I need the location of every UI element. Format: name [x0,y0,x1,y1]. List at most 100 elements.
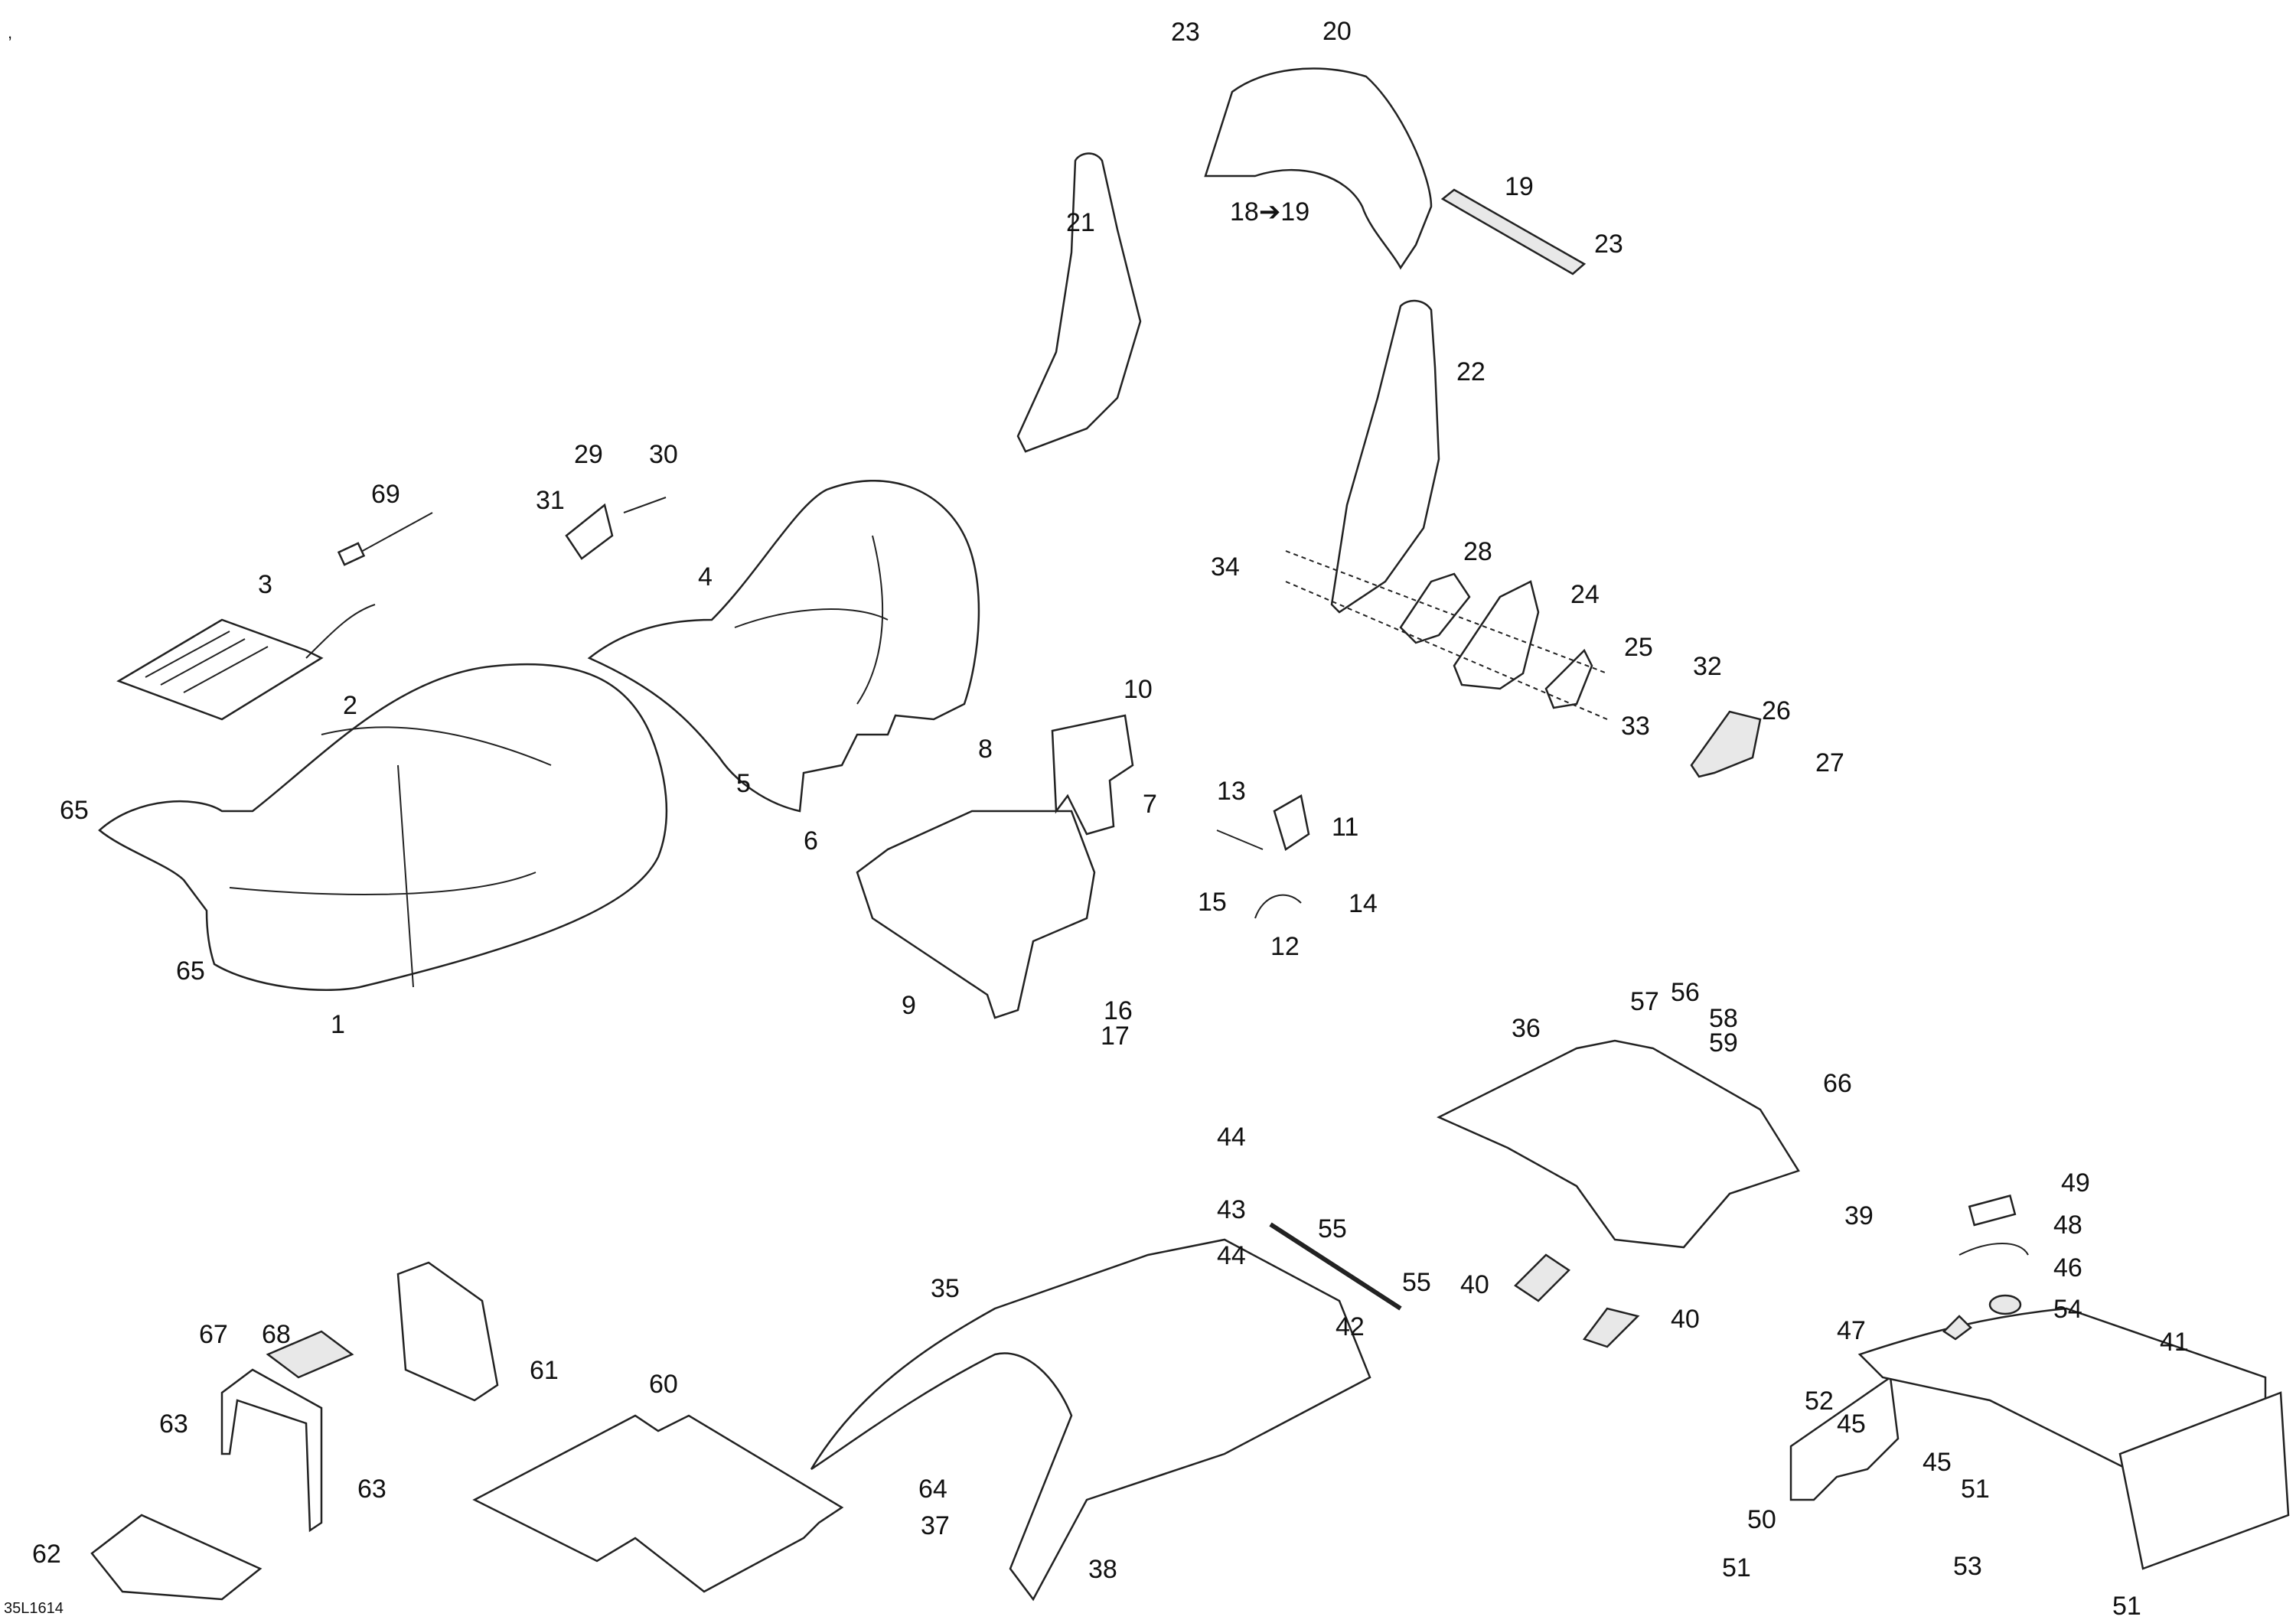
callout-44a: 44 [1217,1123,1246,1152]
callout-17: 17 [1101,1022,1130,1051]
callout-27: 27 [1815,748,1844,777]
callout-8: 8 [978,735,993,764]
callout-55b: 55 [1402,1268,1431,1297]
part-backrest-arm-21 [1016,152,1142,453]
callout-68: 68 [262,1320,291,1349]
part-passenger-seat [587,480,980,813]
callout-54: 54 [2053,1295,2082,1324]
callout-4: 4 [698,562,713,592]
callout-66: 66 [1823,1069,1852,1098]
callout-2: 2 [343,691,357,720]
callout-42: 42 [1336,1312,1365,1341]
drawing-code: 35L1614 [4,1600,64,1617]
callout-29: 29 [574,440,603,469]
callout-7: 7 [1143,790,1157,819]
callout-51c: 51 [2112,1592,2141,1621]
callout-57: 57 [1630,987,1659,1016]
callout-15: 15 [1198,888,1227,917]
callout-43: 43 [1217,1195,1246,1224]
part-cover-40 [1514,1253,1640,1348]
part-latch [1216,794,1310,919]
callout-49: 49 [2061,1168,2090,1198]
callout-58: 58 [1709,1004,1738,1033]
part-bracket-67 [90,1330,354,1601]
callout-6: 6 [804,826,818,855]
part-panel-61 [396,1261,499,1402]
callout-20: 20 [1322,17,1352,46]
callout-35: 35 [931,1274,960,1303]
callout-51a: 51 [1961,1475,1990,1504]
callout-26: 26 [1762,696,1791,725]
part-frame-41 [1857,1307,2290,1570]
callout-28: 28 [1463,537,1492,566]
part-backrest-bar [1440,188,1587,275]
corner-mark: , [8,23,12,42]
callout-55a: 55 [1318,1214,1347,1243]
callout-23a: 23 [1171,18,1200,47]
callout-50: 50 [1747,1505,1776,1534]
callout-65b: 65 [176,957,205,986]
part-rear-tub [810,1238,1371,1602]
callout-41: 41 [2160,1328,2189,1357]
part-heating-element [116,604,376,721]
callout-69: 69 [371,480,400,509]
callout-63b: 63 [357,1475,386,1504]
callout-45a: 45 [1837,1410,1866,1439]
callout-12: 12 [1270,932,1300,961]
callout-25: 25 [1624,633,1653,662]
callout-13: 13 [1217,777,1246,806]
callout-61: 61 [530,1356,559,1385]
part-bracket-50 [1789,1375,1900,1501]
part-bracket-29 [565,497,667,560]
callout-34: 34 [1211,552,1240,582]
callout-11: 11 [1332,813,1358,842]
callout-48: 48 [2053,1211,2082,1240]
part-backrest-arm-22 [1330,299,1440,614]
callout-24: 24 [1570,580,1600,609]
callout-16: 16 [1104,996,1133,1025]
callout-9: 9 [902,991,916,1020]
part-floor-mat [472,1414,844,1593]
callout-62: 62 [32,1540,61,1569]
callout-45b: 45 [1923,1448,1952,1477]
part-storage-tray [856,714,1134,1019]
callout-22: 22 [1456,357,1486,386]
callout-52: 52 [1805,1387,1834,1416]
callout-56: 56 [1671,978,1700,1007]
callout-53: 53 [1953,1552,1982,1581]
callout-37: 37 [921,1511,950,1540]
callout-33: 33 [1621,712,1650,741]
part-armrest-block [1285,550,1762,778]
callout-46: 46 [2053,1253,2082,1282]
part-rear-frame [1437,1039,1800,1249]
part-seat [98,663,668,991]
callout-47: 47 [1837,1316,1866,1345]
part-small-hardware [1942,1194,2029,1341]
callout-51b: 51 [1722,1553,1751,1582]
callout-21: 21 [1066,208,1095,237]
callout-32: 32 [1693,652,1722,681]
callout-5: 5 [736,769,751,798]
callout-3: 3 [258,570,272,599]
callout-31: 31 [536,486,565,515]
part-bracket-42 [1269,1222,1402,1311]
callout-labels: 1 2 3 4 5 6 7 8 9 10 11 12 13 14 15 16 1… [32,17,2189,1621]
callout-36: 36 [1512,1014,1541,1043]
part-backrest-cover [1204,67,1433,270]
callout-39: 39 [1844,1201,1874,1230]
callout-40a: 40 [1460,1270,1489,1299]
callout-64: 64 [918,1475,947,1504]
callout-23b: 23 [1594,230,1623,259]
callout-18-to-19: 18➔19 [1230,197,1309,227]
part-harness [337,512,433,566]
callout-67: 67 [199,1320,228,1349]
callout-14: 14 [1349,889,1378,918]
callout-40b: 40 [1671,1305,1700,1334]
callout-44b: 44 [1217,1241,1246,1270]
callout-19: 19 [1505,172,1534,201]
callout-1: 1 [331,1010,345,1039]
callout-10: 10 [1124,675,1153,704]
callout-60: 60 [649,1370,678,1399]
callout-65a: 65 [60,796,89,825]
